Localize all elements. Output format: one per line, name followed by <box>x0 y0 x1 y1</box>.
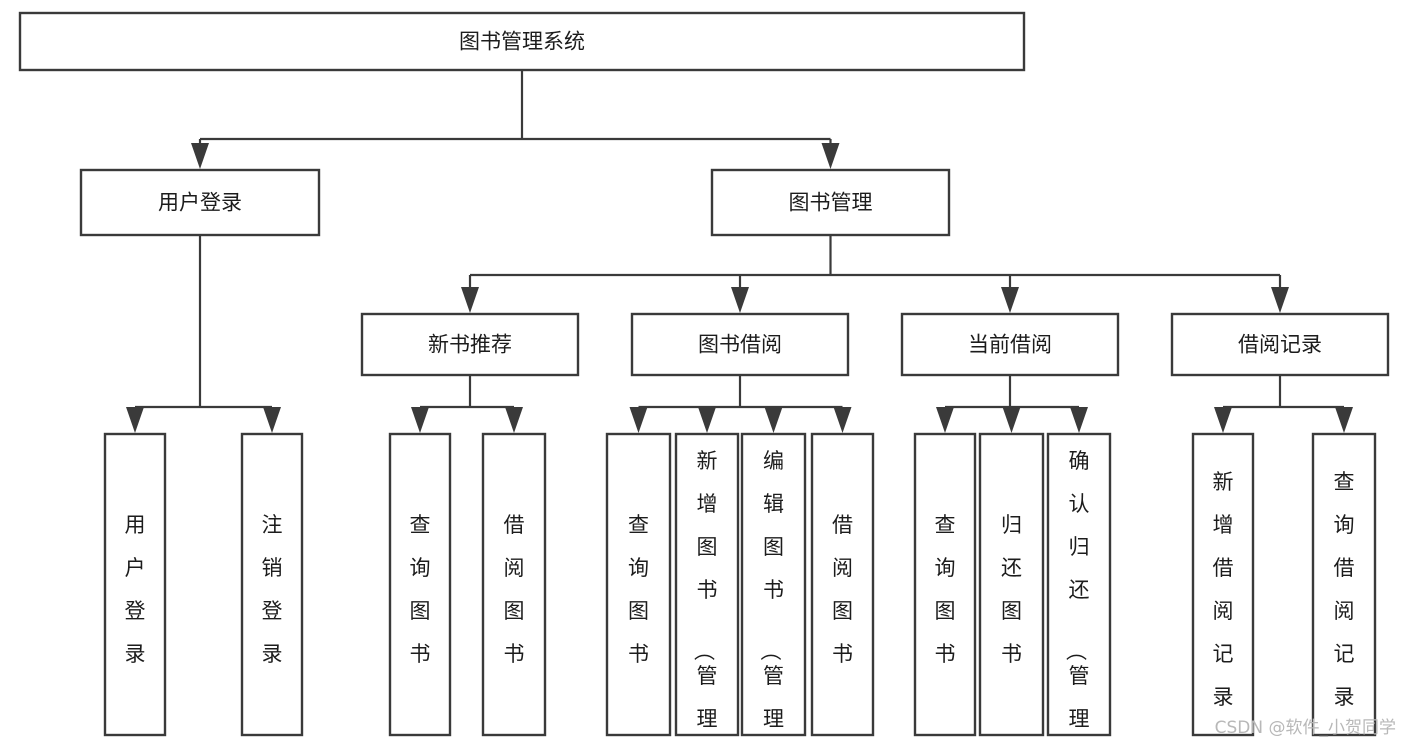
node-label-leaf-query-book-1: 查询图书 <box>410 513 431 666</box>
node-label-root: 图书管理系统 <box>459 30 585 54</box>
edge-current-borrow-arrowhead-1 <box>1002 407 1021 433</box>
node-box-user-login <box>79 168 321 237</box>
node-leaf-add-record[interactable]: 新增借阅记录 <box>1191 432 1255 737</box>
node-leaf-query-record[interactable]: 查询借阅记录 <box>1311 432 1377 737</box>
node-box-leaf-add-record <box>1191 432 1255 737</box>
edge-current-borrow-arrowhead-0 <box>936 407 954 433</box>
node-box-leaf-query-book-3 <box>913 432 977 737</box>
node-label-leaf-query-book-3: 查询图书 <box>935 513 956 666</box>
node-box-leaf-query-book-2 <box>605 432 672 737</box>
edge-borrow-record-arrowhead-0 <box>1214 407 1232 433</box>
edge-book-manage-arrowhead-0 <box>461 287 479 313</box>
node-leaf-query-book-1[interactable]: 查询图书 <box>388 432 452 737</box>
node-leaf-return-book[interactable]: 归还图书 <box>978 432 1045 737</box>
node-root[interactable]: 图书管理系统 <box>18 11 1026 72</box>
node-leaf-borrow-book-1[interactable]: 借阅图书 <box>481 432 547 737</box>
node-leaf-user-login[interactable]: 用户登录 <box>103 432 167 737</box>
edge-current-borrow-arrowhead-2 <box>1070 407 1088 433</box>
node-label-leaf-user-login: 用户登录 <box>125 513 146 666</box>
node-borrow-record[interactable]: 借阅记录 <box>1170 312 1390 377</box>
node-box-leaf-borrow-book-2 <box>810 432 875 737</box>
node-box-leaf-query-record <box>1311 432 1377 737</box>
node-box-book-borrow <box>630 312 850 377</box>
node-box-leaf-confirm-return <box>1046 432 1112 737</box>
node-leaf-edit-book[interactable]: 编辑图书（管理员） <box>740 432 807 747</box>
csdn-watermark: CSDN @软件_小贺同学 <box>1215 718 1396 738</box>
node-box-current-borrow <box>900 312 1120 377</box>
node-current-borrow[interactable]: 当前借阅 <box>900 312 1120 377</box>
node-label-book-borrow: 图书借阅 <box>698 333 782 357</box>
node-label-leaf-query-record: 查询借阅记录 <box>1334 470 1355 709</box>
edge-book-manage-arrowhead-3 <box>1271 287 1289 313</box>
edge-user-login-arrowhead-1 <box>263 407 281 433</box>
node-label-leaf-borrow-book-1: 借阅图书 <box>504 513 525 666</box>
edge-book-borrow-arrowhead-1 <box>698 407 716 433</box>
edge-user-login-arrowhead-0 <box>126 407 144 433</box>
edge-root-arrowhead-0 <box>191 143 209 169</box>
node-label-leaf-confirm-return: 确认归还（管理员） <box>1064 449 1090 747</box>
node-label-leaf-return-book: 归还图书 <box>1001 513 1022 666</box>
node-box-leaf-user-login <box>103 432 167 737</box>
edge-book-manage-arrowhead-1 <box>731 287 749 313</box>
node-leaf-query-book-2[interactable]: 查询图书 <box>605 432 672 737</box>
node-label-leaf-edit-book: 编辑图书（管理员） <box>758 449 784 747</box>
edge-book-borrow-arrowhead-3 <box>833 407 852 433</box>
node-label-current-borrow: 当前借阅 <box>968 333 1052 357</box>
node-label-leaf-user-logout: 注销登录 <box>262 513 283 666</box>
node-label-book-manage: 图书管理 <box>789 191 873 215</box>
edge-book-borrow-arrowhead-2 <box>764 407 783 433</box>
node-label-user-login: 用户登录 <box>158 191 242 215</box>
edge-book-manage-arrowhead-2 <box>1001 287 1019 313</box>
node-box-borrow-record <box>1170 312 1390 377</box>
node-box-leaf-query-book-1 <box>388 432 452 737</box>
node-box-leaf-edit-book <box>740 432 807 737</box>
edge-borrow-record-arrowhead-1 <box>1335 407 1353 433</box>
node-label-new-book-recommend: 新书推荐 <box>428 333 512 357</box>
node-new-book-recommend[interactable]: 新书推荐 <box>360 312 580 377</box>
node-layer: 图书管理系统用户登录图书管理新书推荐图书借阅当前借阅借阅记录用户登录注销登录查询… <box>18 11 1390 747</box>
node-box-new-book-recommend <box>360 312 580 377</box>
node-leaf-user-logout[interactable]: 注销登录 <box>240 432 304 737</box>
node-label-borrow-record: 借阅记录 <box>1238 333 1322 357</box>
node-book-manage[interactable]: 图书管理 <box>710 168 951 237</box>
edge-root-arrowhead-1 <box>821 143 840 169</box>
node-leaf-query-book-3[interactable]: 查询图书 <box>913 432 977 737</box>
node-label-leaf-add-book: 新增图书（管理员） <box>692 449 718 747</box>
node-user-login[interactable]: 用户登录 <box>79 168 321 237</box>
edge-new-book-arrowhead-1 <box>505 407 523 433</box>
node-label-leaf-borrow-book-2: 借阅图书 <box>832 513 853 666</box>
node-label-leaf-query-book-2: 查询图书 <box>628 513 649 666</box>
node-leaf-confirm-return[interactable]: 确认归还（管理员） <box>1046 432 1112 747</box>
node-box-book-manage <box>710 168 951 237</box>
node-box-root <box>18 11 1026 72</box>
node-box-leaf-add-book <box>674 432 740 737</box>
edge-new-book-arrowhead-0 <box>411 407 429 433</box>
node-box-leaf-return-book <box>978 432 1045 737</box>
node-box-leaf-user-logout <box>240 432 304 737</box>
node-leaf-add-book[interactable]: 新增图书（管理员） <box>674 432 740 747</box>
node-book-borrow[interactable]: 图书借阅 <box>630 312 850 377</box>
connector-layer <box>126 70 1353 433</box>
node-box-leaf-borrow-book-1 <box>481 432 547 737</box>
node-label-leaf-add-record: 新增借阅记录 <box>1213 470 1234 709</box>
node-leaf-borrow-book-2[interactable]: 借阅图书 <box>810 432 875 737</box>
edge-book-borrow-arrowhead-0 <box>629 407 648 433</box>
